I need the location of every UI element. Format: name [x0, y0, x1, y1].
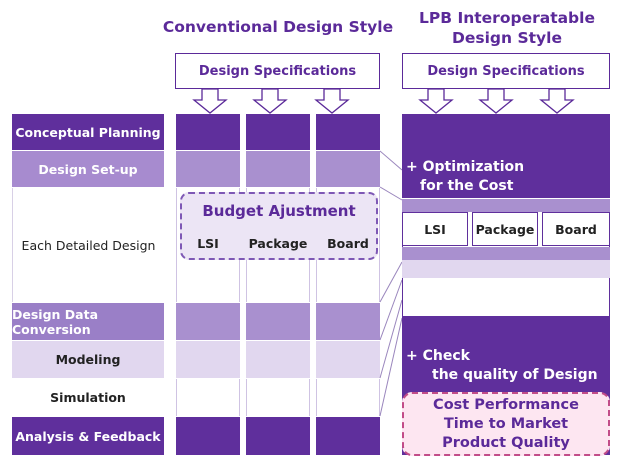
grid-cell	[176, 379, 240, 416]
grid-cell	[316, 151, 380, 187]
row-design-data-conversion: Design Data Conversion	[12, 303, 164, 340]
grid-cell	[246, 341, 310, 378]
right-col-lsi: LSI	[402, 212, 468, 246]
grid-cell	[176, 114, 240, 150]
design-spec-right: Design Specifications	[402, 53, 610, 89]
lpb-header-line-2: Design Style	[452, 29, 562, 47]
quality-line-3: Product Quality	[442, 434, 570, 451]
grid-cell	[316, 417, 380, 455]
grid-cell	[316, 114, 380, 150]
design-spec-left: Design Specifications	[175, 53, 380, 89]
grid-cell	[176, 151, 240, 187]
grid-cell	[316, 341, 380, 378]
check-line-2: the quality of Design	[432, 367, 598, 383]
grid-cell	[246, 151, 310, 187]
grid-cell	[176, 303, 240, 340]
lpb-header: LPB Interoperatable Design Style	[398, 8, 616, 48]
row-conceptual-planning: Conceptual Planning	[12, 114, 164, 150]
right-col-package: Package	[472, 212, 538, 246]
budget-col-package: Package	[248, 236, 308, 251]
grid-cell	[246, 114, 310, 150]
arrow-icon	[192, 88, 228, 114]
budget-adjustment-title: Budget Ajustment	[202, 202, 356, 220]
arrow-icon	[252, 88, 288, 114]
conventional-header: Conventional Design Style	[162, 18, 394, 36]
arrow-icon	[539, 88, 575, 114]
arrow-icon	[478, 88, 514, 114]
budget-adjustment-box	[180, 192, 378, 260]
row-design-setup: Design Set-up	[12, 151, 164, 187]
right-band-2	[402, 247, 610, 260]
grid-cell	[316, 303, 380, 340]
grid-cell	[246, 303, 310, 340]
right-top-block	[402, 114, 610, 198]
lpb-header-line-1: LPB Interoperatable	[419, 9, 595, 27]
budget-col-lsi: LSI	[197, 236, 219, 251]
grid-cell	[176, 417, 240, 455]
arrow-icon	[314, 88, 350, 114]
grid-cell	[246, 379, 310, 416]
quality-box: Cost Performance Time to Market Product …	[402, 392, 610, 456]
quality-line-2: Time to Market	[443, 415, 569, 432]
row-modeling: Modeling	[12, 341, 164, 378]
optimization-line-1: + Optimization	[406, 159, 525, 175]
right-white-area	[402, 278, 610, 316]
row-simulation: Simulation	[12, 379, 164, 416]
right-band-3	[402, 260, 610, 278]
right-mid-band	[402, 199, 610, 212]
grid-cell	[316, 379, 380, 416]
budget-col-board: Board	[327, 236, 369, 251]
row-each-detailed-design: Each Detailed Design	[12, 188, 164, 302]
quality-line-1: Cost Performance	[433, 396, 579, 413]
grid-cell	[176, 341, 240, 378]
check-text: + Check the quality of Design	[406, 347, 610, 385]
row-analysis-feedback: Analysis & Feedback	[12, 417, 164, 455]
grid-cell	[246, 417, 310, 455]
check-line-1: + Check	[406, 348, 470, 364]
right-col-board: Board	[542, 212, 610, 246]
arrow-icon	[418, 88, 454, 114]
